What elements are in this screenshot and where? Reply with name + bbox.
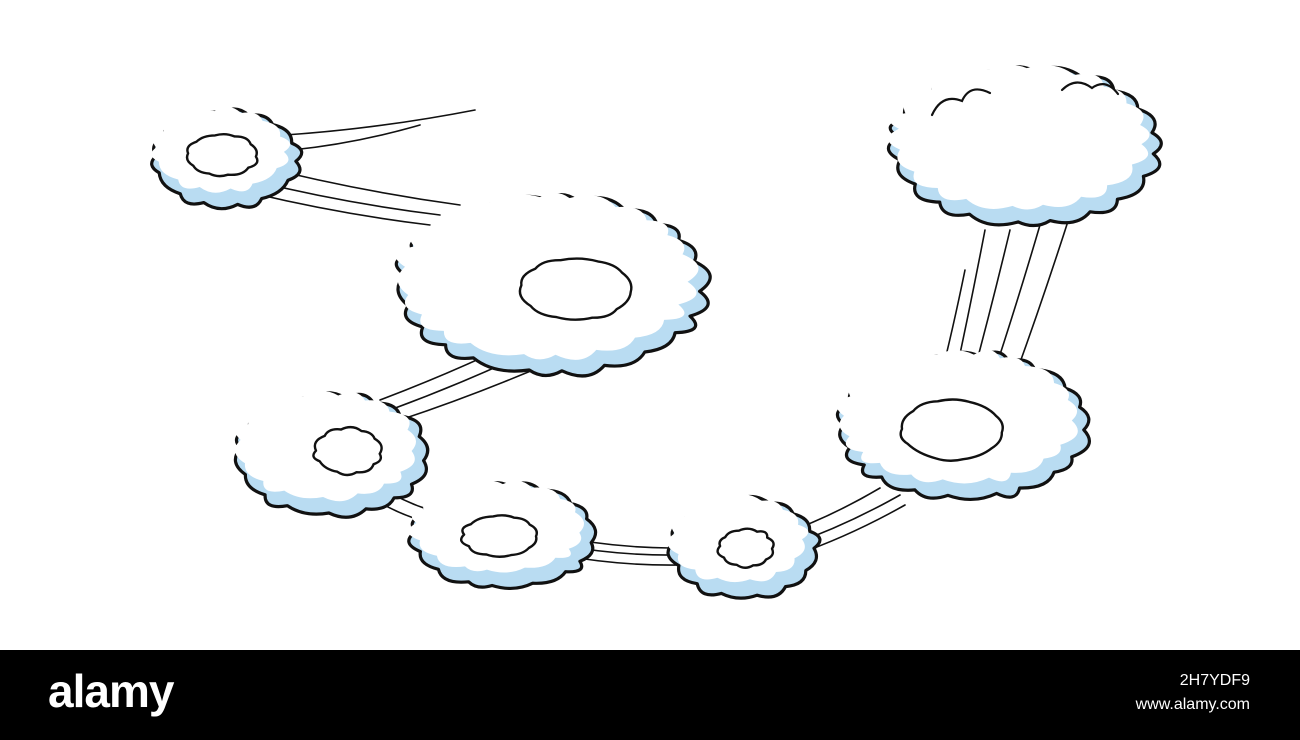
cloud-left xyxy=(233,390,430,519)
cloud-top-left xyxy=(150,107,304,211)
site-url-label: www.alamy.com xyxy=(1135,696,1250,713)
image-id-label: 2H7YDF9 xyxy=(1179,672,1250,689)
illustration xyxy=(150,64,1163,600)
watermark-bar: alamy 2H7YDF9 www.alamy.com xyxy=(0,650,1300,740)
smoke-trail-illustration xyxy=(150,64,1163,600)
cloud-bottom-right-small xyxy=(666,494,822,600)
cloud-bottom xyxy=(407,480,598,591)
cloud-large-center xyxy=(394,192,712,378)
brand-logo: alamy xyxy=(48,665,174,717)
cloud-top-right xyxy=(886,64,1163,228)
cloud-right xyxy=(835,350,1091,501)
